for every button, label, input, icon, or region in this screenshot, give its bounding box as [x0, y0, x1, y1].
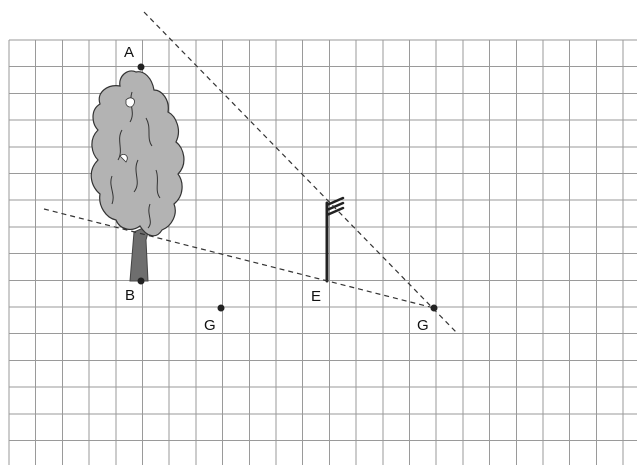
label-g-right: G [417, 317, 429, 334]
label-e: E [311, 288, 321, 305]
flagpole-icon [325, 196, 345, 283]
point-a [137, 63, 145, 71]
tree-detail [110, 91, 161, 229]
point-g-right [430, 304, 438, 312]
sight-line-top [143, 11, 457, 333]
point-g-left [217, 304, 225, 312]
flagpole-mark [325, 206, 345, 217]
tree-foliage [90, 70, 185, 237]
flagpole-mark [325, 196, 345, 207]
label-a: A [124, 44, 134, 61]
sight-line-bottom [43, 208, 435, 309]
flagpole-mark [325, 201, 345, 212]
label-g-left: G [204, 317, 216, 334]
point-b [137, 277, 145, 285]
label-b: B [125, 287, 135, 304]
tree-highlight [119, 97, 135, 163]
tree-icon [90, 70, 185, 282]
